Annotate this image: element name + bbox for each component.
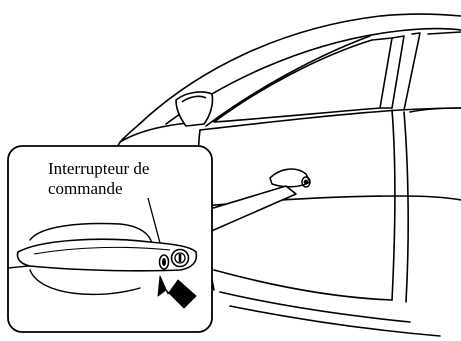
rocker-line xyxy=(220,292,410,322)
belt-line xyxy=(200,108,461,130)
b-pillar-front xyxy=(380,36,404,108)
b-pillar-rear xyxy=(404,33,420,110)
keyhole-icon xyxy=(172,250,189,267)
callout-label-line1: Interrupteur de xyxy=(48,159,149,178)
front-window xyxy=(214,38,392,122)
rear-door-front-edge xyxy=(404,112,408,302)
callout-box: Interrupteur de commande xyxy=(8,146,212,332)
front-door-rear-edge xyxy=(392,110,395,300)
door-handle-small xyxy=(270,169,310,187)
door-handle-large xyxy=(18,239,197,271)
callout-label-line2: commande xyxy=(48,179,123,198)
request-switch-icon xyxy=(160,255,169,269)
side-mirror xyxy=(176,92,213,126)
door-lower-line xyxy=(214,270,392,300)
rocker-line-2 xyxy=(230,306,440,336)
rear-window xyxy=(428,32,461,34)
zoom-leader-lines xyxy=(200,186,296,236)
